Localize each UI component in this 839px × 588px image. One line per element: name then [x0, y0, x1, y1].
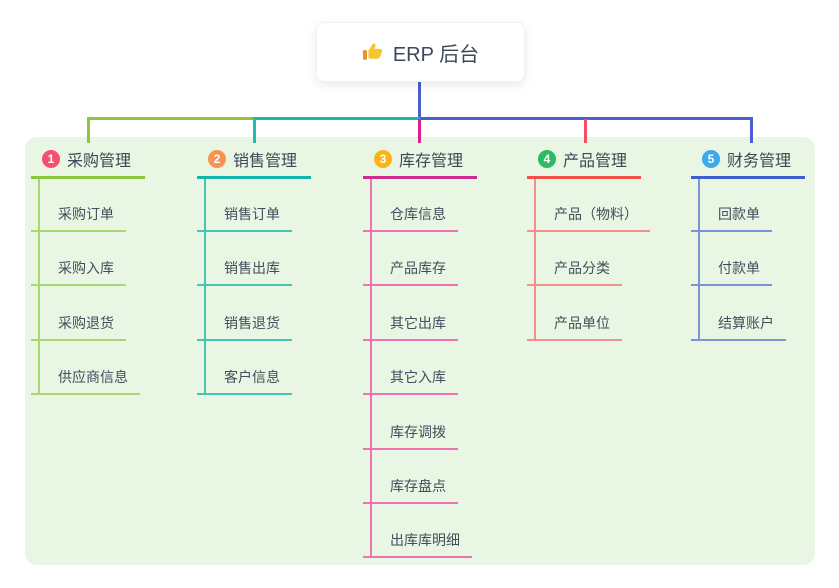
mindmap-node[interactable]: 产品单位 — [527, 314, 622, 341]
branch-trunk-line — [204, 178, 206, 395]
branch-number-badge: 3 — [374, 150, 392, 168]
branch-number-badge: 4 — [538, 150, 556, 168]
mindmap-node[interactable]: 库存盘点 — [363, 477, 458, 504]
branch-drop-line — [584, 119, 587, 143]
mindmap-node[interactable]: 销售出库 — [197, 259, 292, 286]
bus-line-segment-green — [87, 117, 253, 120]
thumbs-up-icon — [362, 43, 382, 60]
branch-title-node[interactable]: 4 产品管理 — [527, 148, 642, 179]
branch-title-label: 销售管理 — [233, 153, 298, 170]
branch-title-node[interactable]: 1 采购管理 — [31, 148, 146, 179]
branch-title-node[interactable]: 2 销售管理 — [197, 148, 312, 179]
mindmap-node[interactable]: 产品库存 — [363, 259, 458, 286]
branch-title-label: 财务管理 — [727, 153, 792, 170]
branch-title-label: 采购管理 — [67, 153, 132, 170]
branch-number-badge: 2 — [208, 150, 226, 168]
mindmap-node[interactable]: 供应商信息 — [31, 368, 140, 395]
branch-drop-line — [418, 119, 421, 143]
branch-trunk-line — [534, 178, 536, 341]
branch-title-node[interactable]: 5 财务管理 — [691, 148, 806, 179]
root-connector-line — [418, 80, 421, 119]
mindmap-node[interactable]: 回款单 — [691, 205, 772, 232]
mindmap-node[interactable]: 结算账户 — [691, 314, 786, 341]
bus-line-segment-blue — [420, 117, 753, 120]
branches-background-panel — [25, 137, 815, 565]
mindmap-node[interactable]: 销售退货 — [197, 314, 292, 341]
branch-title-label: 产品管理 — [563, 153, 628, 170]
mindmap-node[interactable]: 采购入库 — [31, 259, 126, 286]
branch-trunk-line — [38, 178, 40, 395]
branch-title-node[interactable]: 3 库存管理 — [363, 148, 478, 179]
mindmap-node[interactable]: 销售订单 — [197, 205, 292, 232]
branch-number-badge: 1 — [42, 150, 60, 168]
mindmap-node[interactable]: 客户信息 — [197, 368, 292, 395]
root-node-title: ERP 后台 — [392, 43, 480, 66]
mindmap-node[interactable]: 仓库信息 — [363, 205, 458, 232]
mindmap-node[interactable]: 产品（物料） — [527, 205, 650, 232]
mindmap-node[interactable]: 付款单 — [691, 259, 772, 286]
mindmap-node[interactable]: 产品分类 — [527, 259, 622, 286]
mindmap-node[interactable]: 采购退货 — [31, 314, 126, 341]
branch-drop-line — [750, 119, 753, 143]
branch-drop-line — [253, 119, 256, 143]
branch-drop-line — [87, 119, 90, 143]
bus-line-segment-teal — [253, 117, 420, 120]
mindmap-node[interactable]: 采购订单 — [31, 205, 126, 232]
mindmap-node[interactable]: 其它出库 — [363, 314, 458, 341]
branch-trunk-line — [698, 178, 700, 341]
branch-trunk-line — [370, 178, 372, 558]
mindmap-node[interactable]: 其它入库 — [363, 368, 458, 395]
mindmap-node[interactable]: 库存调拨 — [363, 423, 458, 450]
branch-number-badge: 5 — [702, 150, 720, 168]
root-node[interactable]: ERP 后台 — [316, 22, 525, 82]
mindmap-node[interactable]: 出库库明细 — [363, 531, 472, 558]
branch-title-label: 库存管理 — [399, 153, 464, 170]
